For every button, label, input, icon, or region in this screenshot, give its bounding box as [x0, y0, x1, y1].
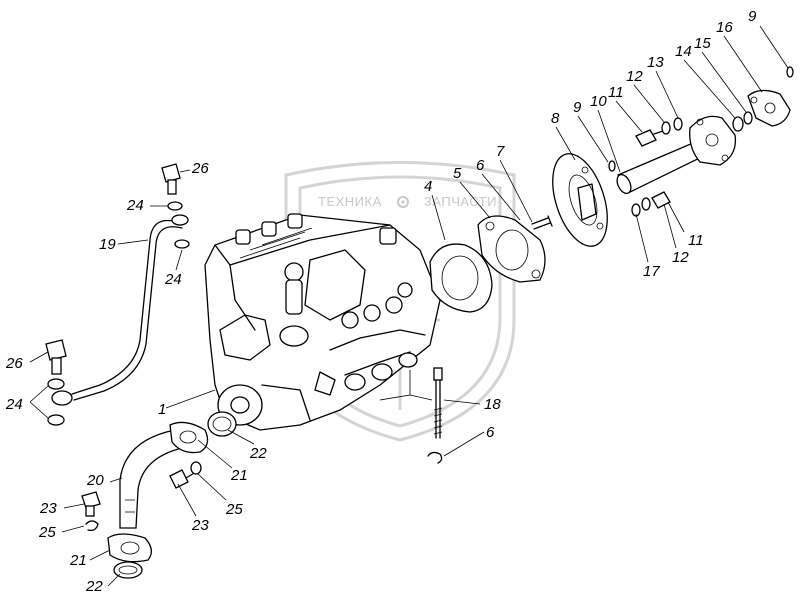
washer-25-right — [190, 461, 202, 475]
part-label-p5: 5 — [453, 165, 462, 182]
flange-21-bottom — [107, 533, 152, 563]
watermark-text-right: ЗАПЧАСТИ — [424, 194, 497, 209]
part-label-p11a: 11 — [608, 84, 624, 101]
part-label-p22a: 22 — [249, 445, 267, 462]
drive-plate-8 — [552, 153, 608, 247]
nut-14-15 — [732, 111, 753, 132]
pin-9-mid — [608, 160, 616, 172]
gasket-22-bottom — [113, 561, 143, 579]
washers-24-left — [47, 378, 65, 426]
leader-lines — [29, 25, 789, 587]
part-label-p6b: 6 — [486, 424, 495, 441]
part-label-p26b: 26 — [5, 355, 23, 372]
part-label-p12b: 12 — [672, 249, 689, 266]
part-label-p4: 4 — [424, 178, 432, 195]
bolt-11-top — [635, 129, 667, 147]
part-label-p24c: 24 — [5, 396, 23, 413]
part-label-p17: 17 — [643, 263, 660, 280]
part-label-p23a: 23 — [39, 500, 57, 517]
clip-6 — [427, 451, 443, 464]
part-label-p21b: 21 — [69, 552, 87, 569]
part-label-p25b: 25 — [38, 524, 56, 541]
part-label-p20: 20 — [86, 472, 104, 489]
flange-21-top — [169, 421, 209, 454]
part-label-p25a: 25 — [225, 501, 243, 518]
part-label-p24a: 24 — [126, 197, 144, 214]
washer-24-top — [167, 201, 183, 211]
engine-block — [204, 213, 441, 431]
part-label-p12a: 12 — [626, 68, 643, 85]
washer-24-middle — [174, 239, 190, 249]
part-label-p22b: 22 — [85, 578, 103, 595]
part-label-p23b: 23 — [191, 517, 209, 534]
washer-12-13 — [661, 117, 683, 135]
part-label-p14: 14 — [675, 43, 692, 60]
part-label-p9b: 9 — [748, 8, 757, 25]
part-label-p13: 13 — [647, 54, 664, 71]
gasket-22-top — [207, 411, 237, 437]
watermark-text-left: ТЕХНИКА — [318, 194, 382, 209]
part-label-p8: 8 — [551, 110, 560, 127]
part-label-p24b: 24 — [164, 271, 182, 288]
part-label-p9a: 9 — [573, 99, 582, 116]
long-bolt-18 — [433, 367, 443, 439]
part-label-p19: 19 — [99, 236, 116, 253]
bolt-26-left — [45, 339, 67, 375]
flange-5 — [477, 215, 546, 283]
part-label-p16: 16 — [716, 19, 733, 36]
part-label-p11b: 11 — [688, 232, 704, 249]
drive-shaft — [616, 115, 737, 195]
washer-25-left — [85, 520, 99, 532]
bolt-23-left — [81, 491, 101, 517]
part-label-p15: 15 — [694, 35, 711, 52]
gasket-4 — [429, 243, 493, 313]
bolt-26-top — [161, 163, 181, 195]
part-label-p18: 18 — [484, 396, 501, 413]
bolt-11-bottom — [631, 191, 671, 217]
part-label-p21a: 21 — [230, 467, 248, 484]
part-label-p1: 1 — [158, 401, 166, 418]
part-label-p7: 7 — [496, 143, 505, 160]
oil-line-19 — [51, 214, 189, 406]
assembly-arrows — [379, 370, 433, 401]
gear-icon — [397, 196, 409, 208]
part-label-p26a: 26 — [191, 160, 209, 177]
part-label-p10: 10 — [590, 93, 607, 110]
part-label-p6a: 6 — [476, 157, 485, 174]
bolt-7 — [531, 215, 553, 230]
pin-9-top — [786, 66, 794, 78]
coupling-16 — [747, 89, 791, 127]
